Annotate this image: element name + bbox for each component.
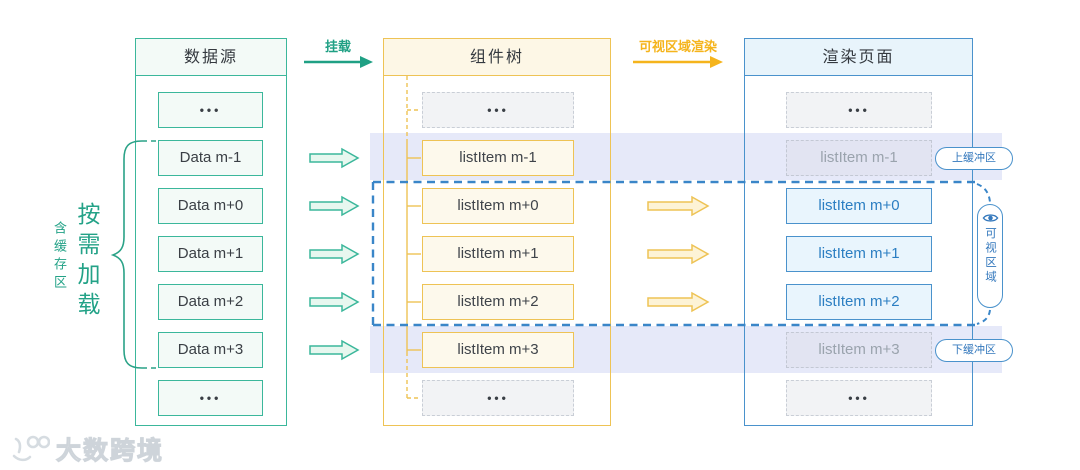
visible-area-capsule: 可视区域 xyxy=(977,204,1003,308)
lower-buffer-badge: 下缓冲区 xyxy=(935,339,1013,362)
mount-label: 挂载 xyxy=(324,39,351,54)
rendered-page-title: 渲染页面 xyxy=(745,39,972,76)
data-source-column: 数据源 xyxy=(135,38,287,426)
eye-icon xyxy=(982,214,998,222)
watermark-logo-icon xyxy=(12,435,50,462)
watermark-brand: 大数跨境 xyxy=(55,437,165,466)
viewport-render-arrow-icon xyxy=(633,56,723,68)
viewport-render-label: 可视区域渲染 xyxy=(638,39,717,54)
tree-item-ellipsis-top: ••• xyxy=(422,92,574,128)
page-item-visible: listItem m+0 xyxy=(786,188,932,224)
rendered-page-column: 渲染页面 xyxy=(744,38,973,426)
page-item-visible: listItem m+1 xyxy=(786,236,932,272)
with-cache-label: 含缓存区 xyxy=(52,221,67,293)
data-source-item: Data m+2 xyxy=(158,284,263,320)
data-source-item: Data m-1 xyxy=(158,140,263,176)
page-item-visible: listItem m+2 xyxy=(786,284,932,320)
upper-buffer-badge: 上缓冲区 xyxy=(935,147,1013,170)
tree-item: listItem m+2 xyxy=(422,284,574,320)
visible-area-label: 可视区域 xyxy=(984,227,996,285)
tree-item: listItem m+3 xyxy=(422,332,574,368)
data-source-item: Data m+1 xyxy=(158,236,263,272)
tree-item-ellipsis-bottom: ••• xyxy=(422,380,574,416)
watermark: 大数跨境 xyxy=(10,431,164,467)
data-source-item: Data m+3 xyxy=(158,332,263,368)
page-item-ellipsis-bottom: ••• xyxy=(786,380,932,416)
tree-item: listItem m+0 xyxy=(422,188,574,224)
tree-item: listItem m+1 xyxy=(422,236,574,272)
component-tree-title: 组件树 xyxy=(384,39,610,76)
data-source-item-ellipsis-bottom: ••• xyxy=(158,380,263,416)
render-row-arrow-icons xyxy=(647,195,710,313)
component-tree-column: 组件树 xyxy=(383,38,611,426)
page-item-buffered: listItem m-1 xyxy=(786,140,932,176)
tree-item: listItem m-1 xyxy=(422,140,574,176)
data-source-title: 数据源 xyxy=(136,39,286,76)
page-item-ellipsis-top: ••• xyxy=(786,92,932,128)
data-source-item-ellipsis-top: ••• xyxy=(158,92,263,128)
data-source-item: Data m+0 xyxy=(158,188,263,224)
mount-row-arrow-icons xyxy=(309,147,360,361)
mount-arrow-icon xyxy=(304,56,373,68)
page-item-buffered: listItem m+3 xyxy=(786,332,932,368)
on-demand-load-label: 按需加载 xyxy=(74,202,100,322)
